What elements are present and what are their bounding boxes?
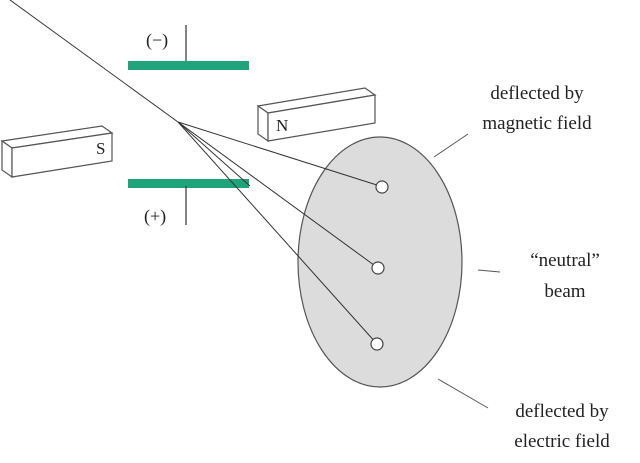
- annotation-magnetic-line2: magnetic field: [482, 113, 592, 134]
- annotation-neutral-line2: beam: [544, 281, 585, 302]
- magnet-south-label: S: [96, 139, 105, 158]
- annotation-electric-line2: electric field: [514, 431, 610, 452]
- plate-positive-label: (+): [144, 206, 166, 227]
- magnet-north-end-face: [257, 104, 269, 143]
- leader-neutral: [477, 269, 501, 273]
- annotation-magnetic-line1: deflected by: [490, 83, 584, 104]
- plate-negative-label: (−): [146, 30, 168, 51]
- spot-electric: [370, 337, 384, 351]
- beam-magnetic-path: [177, 121, 381, 187]
- magnet-south-front-face: [11, 132, 113, 178]
- magnet-north-front-face: [267, 94, 376, 142]
- magnet-south: S: [0, 125, 114, 179]
- electron-beams: [9, 0, 381, 345]
- magnet-north-label: N: [276, 116, 288, 135]
- beam-extension: [177, 121, 251, 187]
- leader-electric: [437, 378, 489, 409]
- incoming-beam: [9, 0, 179, 123]
- spot-magnetic: [375, 180, 389, 194]
- beam-neutral-path: [177, 121, 379, 269]
- leader-magnetic: [433, 133, 469, 158]
- beam-electric-path: [177, 121, 378, 345]
- annotation-electric-line1: deflected by: [515, 401, 609, 422]
- spot-neutral: [371, 261, 385, 275]
- plate-negative: (−): [128, 25, 249, 70]
- plate-positive-bar: [128, 179, 249, 188]
- plate-positive: (+): [128, 179, 249, 227]
- plate-negative-bar: [128, 61, 249, 70]
- magnet-north: N: [256, 87, 377, 143]
- annotation-neutral-line1: “neutral”: [530, 250, 600, 271]
- magnet-south-end-face: [1, 139, 13, 179]
